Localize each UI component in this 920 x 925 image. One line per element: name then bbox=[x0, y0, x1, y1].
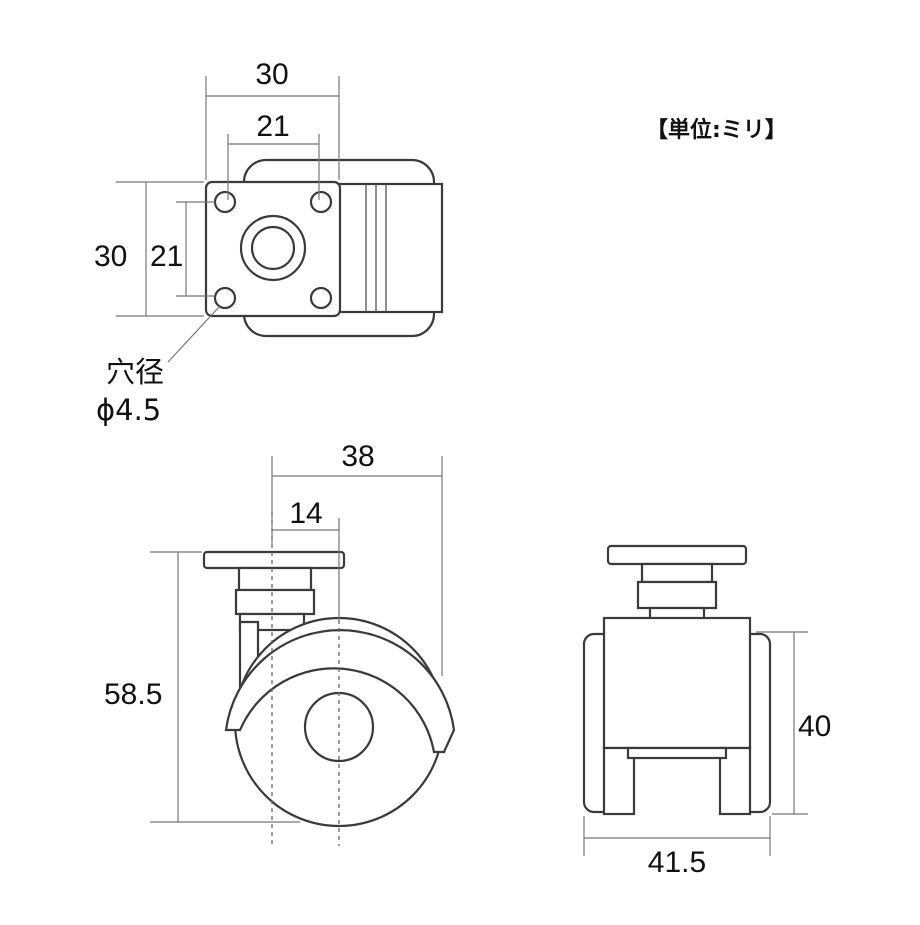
dim-front-wheel-height-40: 40 bbox=[798, 710, 831, 743]
dim-front-width-41-5: 41.5 bbox=[648, 846, 706, 879]
front-view: 40 41.5 bbox=[582, 544, 831, 879]
dim-top-hole-spacing-21-vertical: 21 bbox=[150, 240, 183, 273]
dim-top-height-30: 30 bbox=[94, 240, 127, 273]
hole-diameter-value: ϕ4.5 bbox=[96, 393, 161, 427]
front-view-swivel-ring bbox=[636, 580, 718, 610]
mounting-hole bbox=[213, 286, 237, 310]
mounting-hole bbox=[213, 190, 237, 214]
side-view-wheel-hood bbox=[224, 629, 456, 754]
mounting-hole bbox=[309, 190, 333, 214]
hole-diameter-label: 穴径 bbox=[106, 355, 164, 389]
dim-side-height-58-5: 58.5 bbox=[104, 678, 162, 711]
hole-leader-line bbox=[167, 305, 221, 363]
side-view-top-plate bbox=[202, 550, 346, 570]
top-view-center-boss-inner bbox=[250, 225, 296, 271]
front-view-body bbox=[602, 616, 752, 750]
dim-top-hole-spacing-21: 21 bbox=[256, 110, 289, 143]
side-view-swivel bbox=[237, 566, 313, 592]
side-view-swivel-ring bbox=[234, 588, 316, 616]
front-view-swivel bbox=[640, 562, 714, 584]
front-view-top-plate bbox=[606, 544, 748, 566]
dim-side-width-38: 38 bbox=[341, 440, 374, 473]
mounting-hole bbox=[309, 286, 333, 310]
unit-label: 【単位:ミリ】 bbox=[646, 117, 787, 143]
top-view: 30 21 30 21 穴径 ϕ4.5 bbox=[94, 58, 444, 427]
front-view-axle-bar bbox=[626, 746, 728, 760]
side-view: 38 14 58.5 bbox=[104, 440, 456, 846]
dim-side-offset-14: 14 bbox=[289, 497, 322, 530]
dim-top-width-30: 30 bbox=[255, 58, 288, 91]
